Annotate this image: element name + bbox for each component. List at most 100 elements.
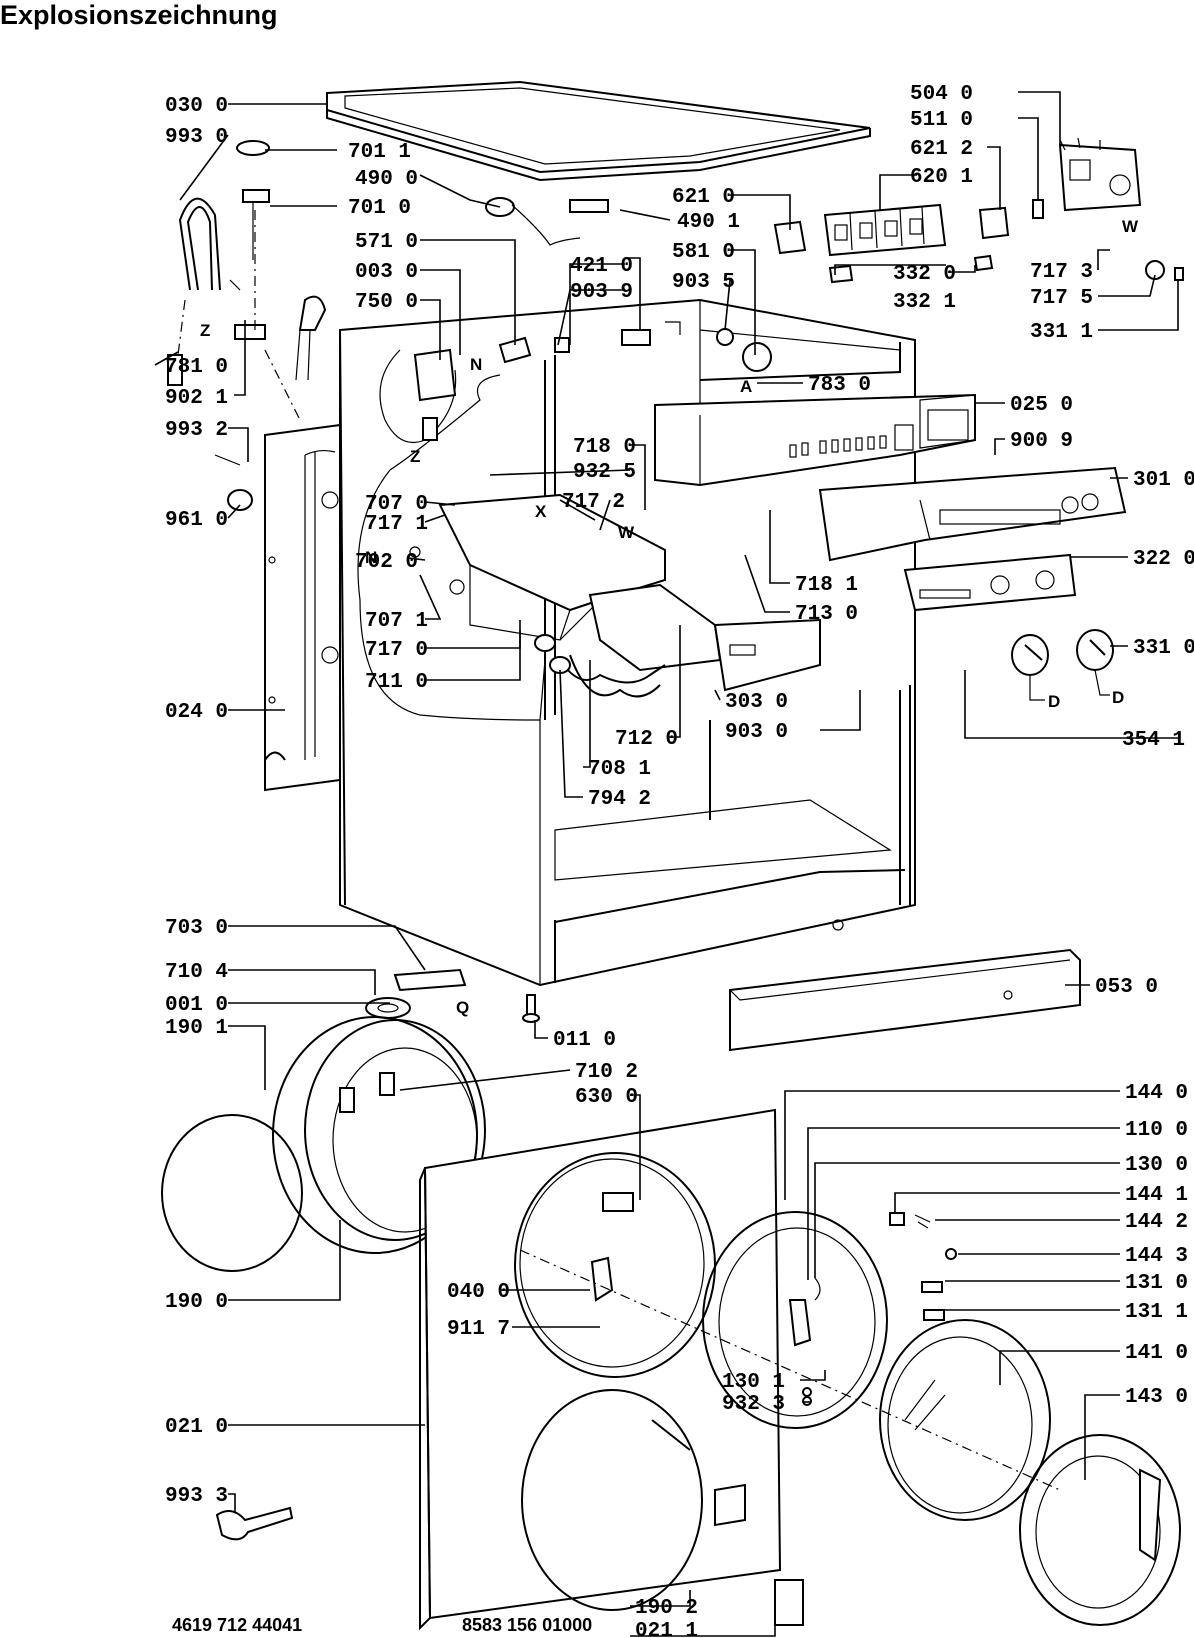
part-label: 710 4 — [165, 961, 228, 984]
part-label: 504 0 — [910, 83, 973, 106]
part-label: 141 0 — [1125, 1342, 1188, 1365]
part-label: 001 0 — [165, 994, 228, 1017]
switch-block — [823, 203, 947, 257]
leader-lines — [154, 91, 1180, 1637]
part-label: 932 5 — [573, 461, 636, 484]
detergent-dispenser — [409, 493, 821, 698]
valve-group-outline — [379, 349, 457, 444]
fascia-panel — [818, 466, 1127, 562]
relay-parts — [773, 199, 1184, 284]
part-label: 993 3 — [165, 1485, 228, 1508]
part-label: 630 0 — [575, 1086, 638, 1109]
tub-assembly — [161, 1016, 486, 1272]
part-labels: 030 0 993 0 701 1 490 0 701 0 571 0 003 … — [165, 83, 1194, 1638]
footer-codes: 4619 712 44041 8583 156 01000 — [172, 1615, 592, 1635]
part-label: 025 0 — [1010, 394, 1073, 417]
part-label: 190 2 — [635, 1597, 698, 1620]
part-label: 110 0 — [1125, 1119, 1188, 1142]
part-label: 301 0 — [1133, 469, 1194, 492]
wrench-tool — [215, 1506, 294, 1541]
part-label: 932 3 — [722, 1393, 785, 1416]
part-label: 911 7 — [447, 1318, 510, 1341]
part-label: 331 1 — [1030, 321, 1093, 344]
part-label: 144 0 — [1125, 1082, 1188, 1105]
valve-parts — [413, 197, 772, 441]
part-label: 902 1 — [165, 387, 228, 410]
dispenser-group-outline — [357, 374, 546, 721]
part-label: 707 0 — [365, 493, 428, 516]
page-title: Explosionszeichnung — [0, 0, 278, 30]
control-panel-buttons — [789, 435, 887, 458]
part-label: 490 1 — [677, 211, 740, 234]
part-label: 701 0 — [348, 197, 411, 220]
part-label: 190 0 — [165, 1291, 228, 1314]
part-label: 030 0 — [165, 95, 228, 118]
reference-letter: A — [740, 377, 752, 396]
part-label: 717 5 — [1030, 287, 1093, 310]
part-label: 511 0 — [910, 109, 973, 132]
part-label: 131 1 — [1125, 1301, 1188, 1324]
reference-letters: Z Z N N A X W W Q D D — [200, 217, 1139, 1017]
part-label: 003 0 — [355, 261, 418, 284]
part-label: 581 0 — [672, 241, 735, 264]
reference-letter: N — [470, 355, 482, 374]
door-assembly — [702, 1211, 1181, 1626]
small-parts — [774, 1212, 957, 1626]
part-label: 571 0 — [355, 231, 418, 254]
reference-letter: D — [1048, 692, 1060, 711]
part-label: 717 3 — [1030, 261, 1093, 284]
part-label: 711 0 — [365, 671, 428, 694]
part-label: 701 1 — [348, 141, 411, 164]
part-label: 710 2 — [575, 1061, 638, 1084]
part-label: 190 1 — [165, 1017, 228, 1040]
part-label: 021 1 — [635, 1620, 698, 1638]
part-label: 900 9 — [1010, 430, 1073, 453]
part-label: 903 5 — [672, 271, 735, 294]
reference-letter: Q — [456, 998, 469, 1017]
reference-letter: X — [535, 502, 547, 521]
tube-parts — [365, 968, 540, 1023]
part-label: 702 0 — [355, 551, 418, 574]
part-label: 961 0 — [165, 509, 228, 532]
part-label: 144 3 — [1125, 1245, 1188, 1268]
knob-parts — [1011, 629, 1114, 701]
part-label: 143 0 — [1125, 1386, 1188, 1409]
part-label: 620 1 — [910, 166, 973, 189]
reference-letter: W — [618, 523, 635, 542]
reference-letter: D — [1112, 688, 1124, 707]
part-label: 708 1 — [588, 758, 651, 781]
part-label: 130 0 — [1125, 1154, 1188, 1177]
program-strip — [903, 553, 1077, 612]
part-label: 717 0 — [365, 639, 428, 662]
part-label: 131 0 — [1125, 1272, 1188, 1295]
part-label: 993 0 — [165, 126, 228, 149]
reference-letter: W — [1122, 217, 1139, 236]
part-label: 331 0 — [1133, 637, 1194, 660]
part-label: 713 0 — [795, 603, 858, 626]
part-label: 322 0 — [1133, 548, 1194, 571]
part-label: 040 0 — [447, 1281, 510, 1304]
part-label: 783 0 — [808, 374, 871, 397]
side-panel — [264, 423, 341, 792]
service-number: 8583 156 01000 — [462, 1615, 592, 1635]
part-label: 621 0 — [672, 186, 735, 209]
part-label: 794 2 — [588, 788, 651, 811]
part-label: 707 1 — [365, 610, 428, 633]
cross-bar — [729, 948, 1081, 1052]
part-label: 750 0 — [355, 291, 418, 314]
part-label: 144 2 — [1125, 1211, 1188, 1234]
part-label: 024 0 — [165, 701, 228, 724]
program-switch — [1058, 137, 1142, 212]
reference-letter: N — [365, 548, 377, 567]
part-label: 053 0 — [1095, 976, 1158, 999]
top-cover — [326, 80, 871, 182]
part-label: 903 9 — [570, 281, 633, 304]
part-label: 130 1 — [722, 1371, 785, 1394]
part-label: 144 1 — [1125, 1184, 1188, 1207]
part-label: 718 1 — [795, 574, 858, 597]
part-label: 993 2 — [165, 419, 228, 442]
document-number: 4619 712 44041 — [172, 1615, 302, 1635]
inlet-hoses — [167, 140, 327, 511]
part-label: 354 1 — [1122, 729, 1185, 752]
